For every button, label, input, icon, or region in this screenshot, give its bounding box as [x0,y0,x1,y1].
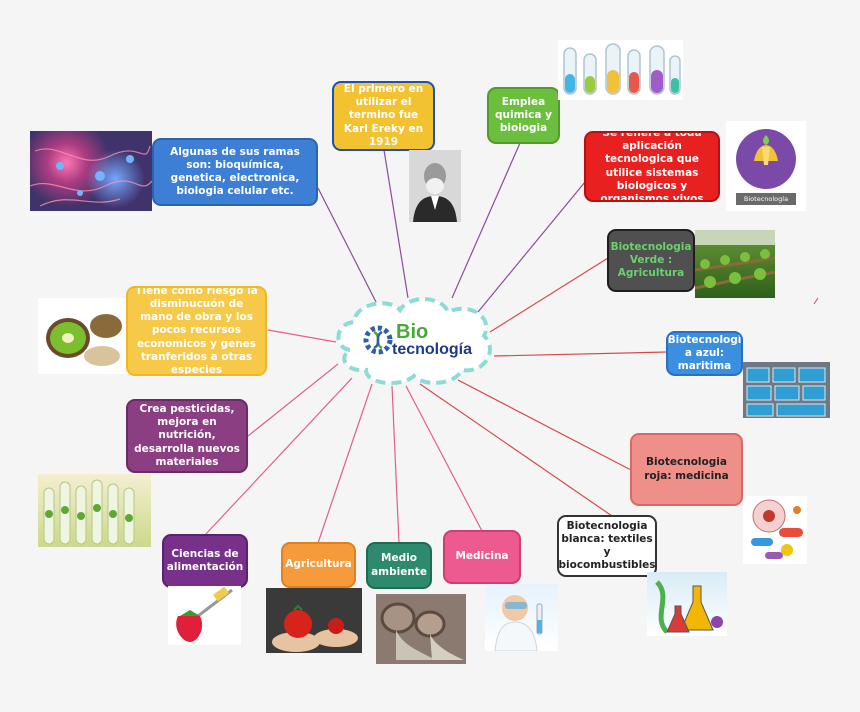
node-azul-text: Biotecnologi a azul: maritima [668,334,742,373]
plant-test-tubes-image [38,474,151,547]
node-ramas[interactable]: Algunas de sus ramas son: bioquímica, ge… [152,138,318,206]
kiwi-fruit-image [38,298,126,374]
lab-flasks-image [647,572,727,636]
node-roja[interactable]: Biotecnologia roja: medicina [630,433,743,506]
node-blanca-text: Biotecnologia blanca: textiles y biocomb… [558,520,655,573]
pills-capsules-image [743,496,807,564]
node-azul[interactable]: Biotecnologi a azul: maritima [666,331,743,376]
node-alimentacion[interactable]: Ciencias de alimentación [162,534,248,588]
center-word-tecnologia: tecnología [392,342,472,358]
node-agricultura-text: Agricultura [285,558,351,571]
test-tubes-image [558,40,683,100]
node-ereky-text: El primero en utilizar el termino fue Ka… [339,83,428,149]
connector-ramas [318,188,376,302]
central-title: Bio tecnología [362,322,472,358]
tomatoes-hands-image [266,588,362,653]
node-roja-text: Biotecnologia roja: medicina [637,456,736,482]
connector-verde [490,258,608,332]
node-verde-text: Biotecnologia Verde : Agricultura [611,241,692,280]
node-pesticidas[interactable]: Crea pesticidas, mejora en nutrición, de… [126,399,248,473]
node-medicina[interactable]: Medicina [443,530,521,584]
node-alimentacion-text: Ciencias de alimentación [167,548,243,574]
crop-field-image [695,230,775,298]
connector-medio [392,386,399,543]
connector-ereky [384,150,408,298]
node-refiere-text: Se refiere a toda aplicación tecnologica… [591,131,713,202]
strawberry-syringe-image [168,586,241,645]
node-emplea[interactable]: Emplea quimica y biologia [487,87,560,144]
biotech-gear-icon [362,324,394,356]
scientist-lab-image [485,584,558,651]
biotecnologia-logo-image: Biotecnología [726,121,806,211]
node-medio[interactable]: Medio ambiente [366,542,432,589]
node-pesticidas-text: Crea pesticidas, mejora en nutrición, de… [133,403,241,469]
node-blanca[interactable]: Biotecnologia blanca: textiles y biocomb… [557,515,657,577]
connector-azul [494,352,667,356]
aquaculture-pools-image [743,362,830,418]
node-verde[interactable]: Biotecnologia Verde : Agricultura [607,229,695,292]
cells-microscope-image [30,131,152,211]
center-word-bio: Bio [396,322,472,342]
node-riesgo-text: Tiene como riesgo la disminucuón de mano… [133,286,260,376]
node-medicina-text: Medicina [455,550,508,563]
connector-emplea [452,143,520,298]
karl-ereky-portrait [409,150,461,222]
connector-medicina [406,386,482,531]
stray-mark [814,298,818,304]
connector-roja [458,380,631,470]
connector-blanca [420,384,612,516]
node-medio-text: Medio ambiente [371,552,427,578]
node-refiere[interactable]: Se refiere a toda aplicación tecnologica… [584,131,720,202]
node-riesgo[interactable]: Tiene como riesgo la disminucuón de mano… [126,286,267,376]
polluted-pipes-image [376,594,466,664]
node-ramas-text: Algunas de sus ramas son: bioquímica, ge… [159,146,311,199]
node-emplea-text: Emplea quimica y biologia [494,96,553,135]
connector-agricultura [318,384,372,543]
node-ereky[interactable]: El primero en utilizar el termino fue Ka… [332,81,435,151]
connector-riesgo [268,330,336,342]
node-agricultura[interactable]: Agricultura [281,542,356,588]
biotecnologia-logo-caption: Biotecnología [736,193,796,205]
